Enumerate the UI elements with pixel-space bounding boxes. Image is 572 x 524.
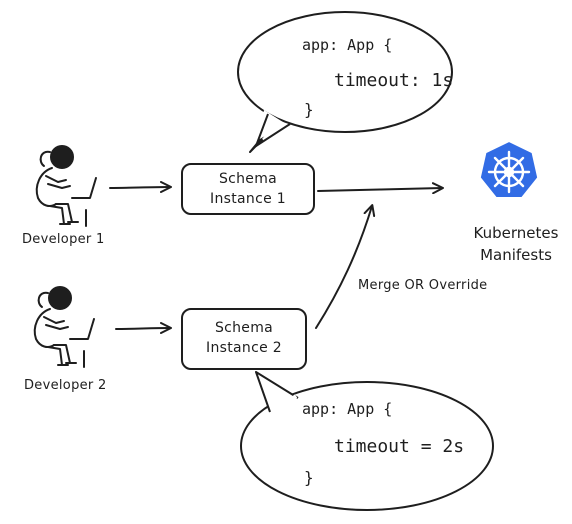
schema-instance-1-line2: Instance 1 <box>210 191 286 207</box>
schema-instance-1-label: Schema Instance 1 <box>182 169 314 209</box>
arrow-developer-2-to-schema-2 <box>115 322 172 335</box>
kubernetes-label-line2: Manifests <box>480 246 552 264</box>
bubble-bottom-line1: app: App { <box>302 400 393 418</box>
developer-1-figure-icon <box>35 145 97 227</box>
arrow-schema-1-to-kubernetes <box>317 182 444 195</box>
schema-instance-2-line2: Instance 2 <box>206 340 282 356</box>
developer-2-label: Developer 2 <box>24 378 107 393</box>
schema-instance-2-box <box>181 308 307 370</box>
bubble-bottom-line3: } <box>304 468 314 487</box>
kubernetes-label: Kubernetes Manifests <box>466 222 566 266</box>
speech-bubble-top <box>237 11 453 153</box>
kubernetes-icon <box>478 139 540 199</box>
schema-instance-1-box <box>181 163 315 215</box>
arrow-schema-2-merge <box>315 204 376 329</box>
bubble-bottom-line2: timeout = 2s <box>334 436 465 457</box>
merge-override-label: Merge OR Override <box>358 278 488 293</box>
bubble-top-line2: timeout: 1s <box>334 70 454 91</box>
schema-instance-2-line1: Schema <box>214 320 274 336</box>
developer-2-figure-icon <box>33 286 95 368</box>
kubernetes-label-line1: Kubernetes <box>473 224 559 242</box>
schema-instance-2-label: Schema Instance 2 <box>182 318 306 358</box>
schema-instance-1-line1: Schema <box>218 171 278 187</box>
developer-1-label: Developer 1 <box>22 232 105 247</box>
bubble-top-line1: app: App { <box>302 36 393 54</box>
speech-bubble-bottom <box>240 371 494 511</box>
arrow-developer-1-to-schema-1 <box>109 181 172 194</box>
bubble-top-line3: } <box>304 100 314 119</box>
